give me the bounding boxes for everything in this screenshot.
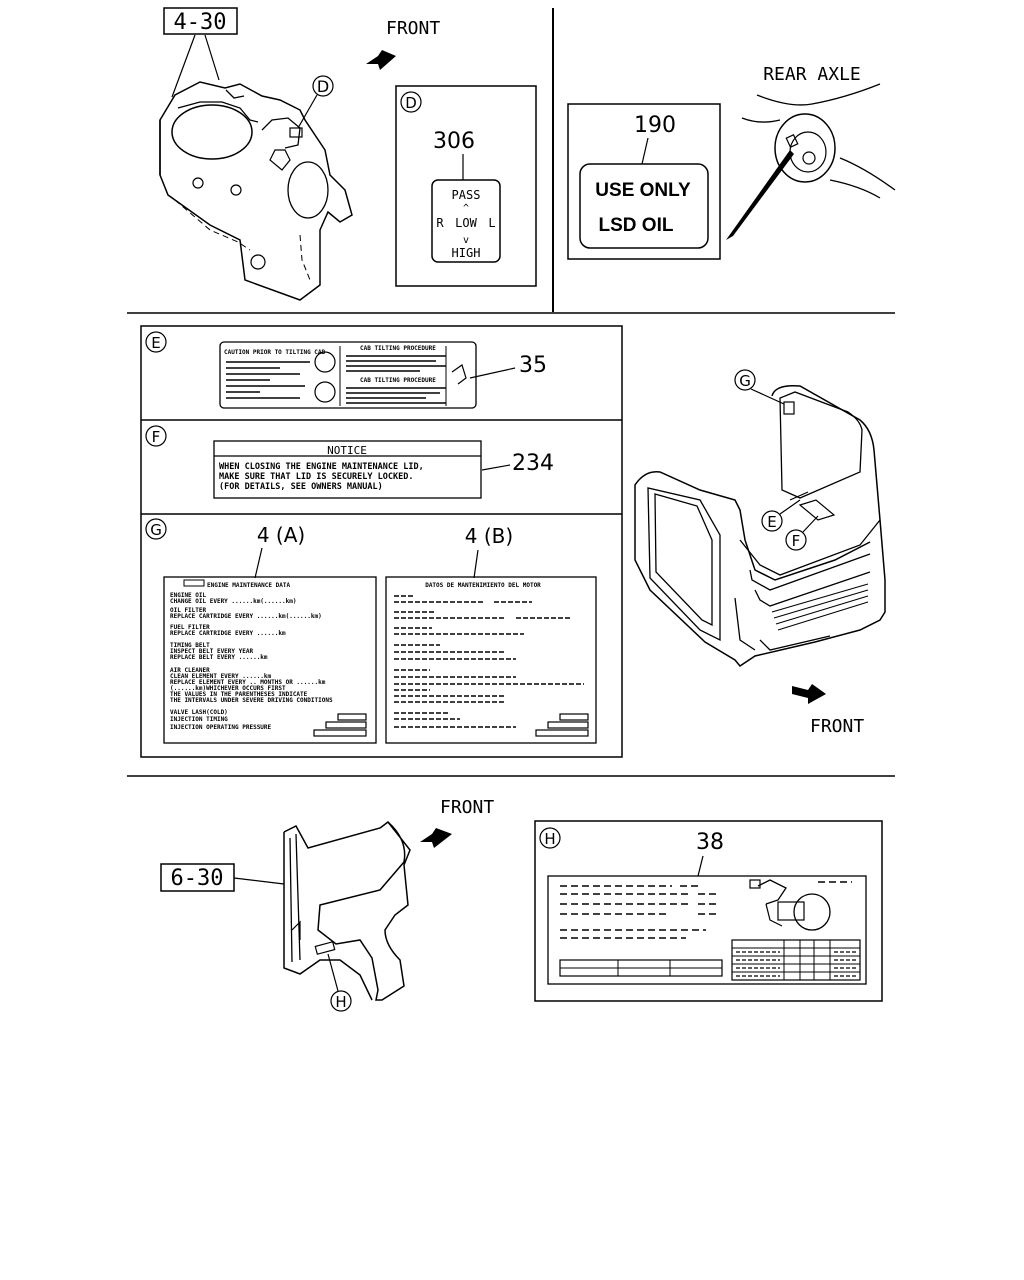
label-a-line: OIL FILTER xyxy=(170,607,207,614)
ref-4-30: 4-30 xyxy=(174,10,227,35)
callout-h: H xyxy=(335,993,346,1011)
label-a-line: INSPECT BELT EVERY YEAR xyxy=(170,648,253,655)
label-a-line: THE INTERVALS UNDER SEVERE DRIVING CONDI… xyxy=(170,697,333,704)
notice-label xyxy=(213,440,482,499)
lsd-line-1: USE ONLY xyxy=(595,180,691,201)
label-a-line: INJECTION OPERATING PRESSURE xyxy=(170,724,272,731)
label-a-line: REPLACE CARTRIDGE EVERY ......km xyxy=(170,630,286,637)
shift-up-mark: ^ xyxy=(463,203,469,214)
part-4a: 4 (A) xyxy=(257,523,305,547)
label-a-line: (......km)WHICHEVER OCCURS FIRST xyxy=(170,685,286,692)
cab-tilt-caution: CAUTION PRIOR TO TILTING CAB xyxy=(224,349,326,356)
part-306: 306 xyxy=(433,129,475,154)
bottom-left-assembly: 6-30 H FRONT xyxy=(160,797,494,1012)
shift-low: LOW xyxy=(455,216,477,230)
label-a-line: REPLACE ELEMENT EVERY .. MONTHS OR .....… xyxy=(170,679,326,686)
top-left-assembly: 4-30 D FRONT xyxy=(159,7,440,301)
middle-labels-panel: E CAUTION PRIOR TO TILTING CAB CAB TILTI… xyxy=(140,325,623,758)
label-a-line: CLEAN ELEMENT EVERY ......km xyxy=(170,673,272,680)
label-f-letter: F xyxy=(152,428,161,446)
part-4b: 4 (B) xyxy=(465,524,513,548)
lsd-line-2: LSD OIL xyxy=(599,215,674,236)
ref-box-6-30[interactable] xyxy=(160,863,235,892)
shift-r: R xyxy=(436,216,444,230)
part-234: 234 xyxy=(512,451,554,476)
label-h-letter: H xyxy=(544,830,555,848)
cab-tilt-label xyxy=(219,341,477,409)
maintenance-data-label-a xyxy=(163,576,377,744)
axle-leader-wedge xyxy=(726,150,794,240)
cab-callout-e: E xyxy=(767,513,776,531)
cab-tilt-procedure-1: CAB TILTING PROCEDURE xyxy=(360,345,436,352)
shift-down-mark: v xyxy=(463,235,469,246)
label-a-line: AIR CLEANER xyxy=(170,667,210,674)
notice-line-3: (FOR DETAILS, SEE OWNERS MANUAL) xyxy=(219,482,383,492)
lsd-oil-label xyxy=(579,163,709,249)
label-g-letter: G xyxy=(150,521,162,539)
label-a-line: ENGINE OIL xyxy=(170,592,207,599)
rear-axle-title: REAR AXLE xyxy=(763,64,861,85)
part-38: 38 xyxy=(696,830,724,855)
front-label-bottom: FRONT xyxy=(440,797,494,818)
label-e-letter: E xyxy=(151,334,160,352)
callout-d-circle[interactable] xyxy=(312,75,334,97)
label-d-letter: D xyxy=(405,94,417,112)
front-label-top: FRONT xyxy=(386,18,440,39)
cab-callout-f: F xyxy=(792,532,801,550)
shift-high: HIGH xyxy=(452,246,481,260)
front-label-cab: FRONT xyxy=(810,716,864,737)
label-a-line: REPLACE BELT EVERY ......km xyxy=(170,654,268,661)
ref-box-4-30[interactable] xyxy=(163,7,238,35)
rear-axle-panel: 190 USE ONLY LSD OIL REAR AXLE xyxy=(567,64,896,260)
shift-l: L xyxy=(488,216,495,230)
cab-callout-g: G xyxy=(739,372,751,390)
maintenance-data-label-b xyxy=(385,576,597,744)
cab-illustration: G E F FRONT xyxy=(634,369,886,737)
shift-pass: PASS xyxy=(452,188,481,202)
front-arrow-top xyxy=(366,50,396,70)
notice-line-2: MAKE SURE THAT LID IS SECURELY LOCKED. xyxy=(219,472,413,482)
label-a-line: REPLACE CARTRIDGE EVERY ......km(......k… xyxy=(170,613,322,620)
label-a-line: INJECTION TIMING xyxy=(170,716,228,723)
label-d-panel: D 306 PASS ^ R LOW L v HIGH xyxy=(395,85,537,287)
label-a-line: VALVE LASH(COLD) xyxy=(170,709,228,716)
notice-heading: NOTICE xyxy=(327,444,367,457)
label-b-title: DATOS DE MANTENIMIENTO DEL MOTOR xyxy=(425,582,541,589)
label-a-line: CHANGE OIL EVERY ......km(......km) xyxy=(170,598,296,605)
label-a-title: ENGINE MAINTENANCE DATA xyxy=(207,582,290,589)
info-label-38 xyxy=(547,875,867,985)
front-arrow-cab xyxy=(792,684,826,704)
shift-pattern-label xyxy=(431,179,501,263)
ref-6-30: 6-30 xyxy=(171,866,224,891)
callout-d: D xyxy=(317,77,329,96)
label-h-panel: H 38 xyxy=(534,820,883,1002)
notice-line-1: WHEN CLOSING THE ENGINE MAINTENANCE LID, xyxy=(219,462,424,472)
cab-tilt-procedure-2: CAB TILTING PROCEDURE xyxy=(360,377,436,384)
front-arrow-bottom xyxy=(420,828,452,848)
label-a-line: FUEL FILTER xyxy=(170,624,210,631)
part-190: 190 xyxy=(634,113,676,138)
label-a-line: TIMING BELT xyxy=(170,642,210,649)
part-35: 35 xyxy=(519,353,547,378)
label-a-line: THE VALUES IN THE PARENTHESES INDICATE xyxy=(170,691,308,698)
